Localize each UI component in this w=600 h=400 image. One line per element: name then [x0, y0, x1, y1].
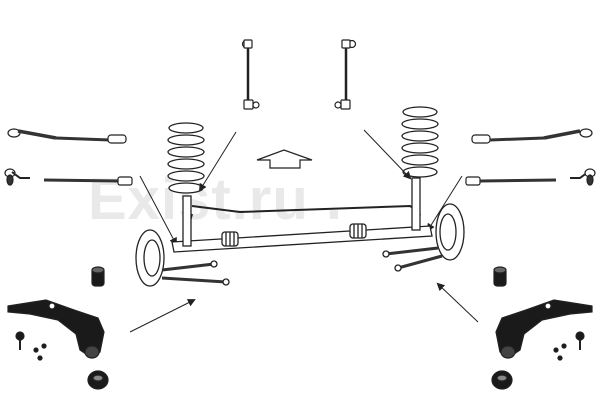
tie-rod-right [471, 128, 593, 144]
stabilizer-link-right [334, 39, 357, 110]
coil-spring-left [167, 122, 205, 194]
ball-joint-right [553, 331, 585, 361]
control-arm-left [7, 299, 105, 359]
bushing-left [91, 266, 105, 287]
axle-assembly [135, 177, 465, 287]
pointer-arrow [129, 299, 196, 333]
pointer-arrow [198, 131, 237, 192]
ball-joint-left [15, 331, 47, 361]
coil-spring-right [401, 106, 439, 178]
tie-rod-end-left [4, 168, 133, 186]
pointer-arrow [139, 175, 177, 246]
bushing-large-left [87, 370, 109, 390]
pointer-arrow [436, 282, 479, 323]
direction-arrow [256, 149, 313, 169]
pointer-arrow [426, 175, 463, 232]
bushing-right [493, 266, 507, 287]
tie-rod-end-right [465, 168, 596, 186]
tie-rod-left [7, 128, 127, 144]
pointer-arrow [363, 129, 412, 180]
bushing-large-right [491, 370, 513, 390]
control-arm-right [495, 299, 593, 359]
stabilizer-link-left [241, 39, 260, 110]
